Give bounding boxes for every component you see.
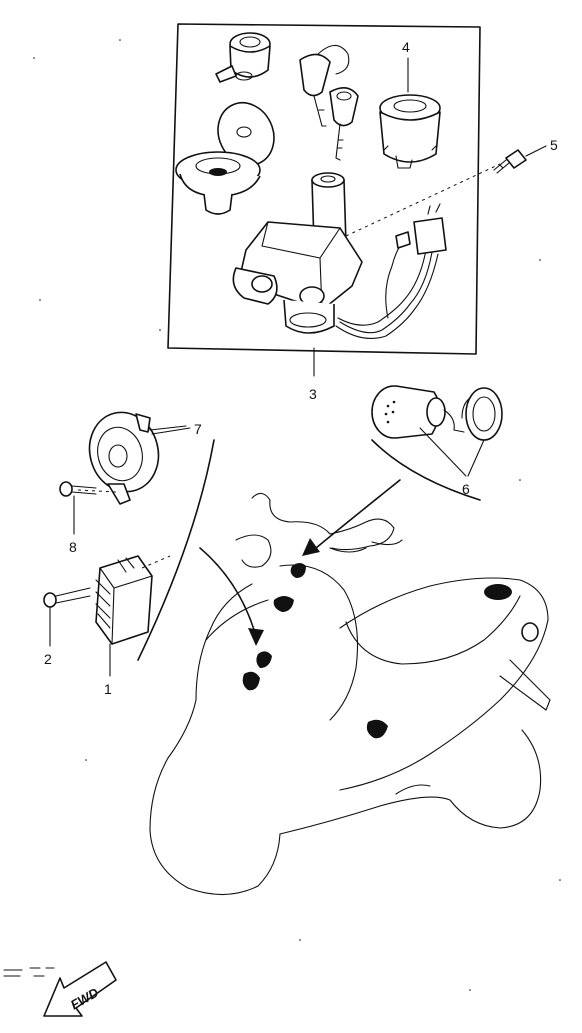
callout-4-label: 4 [402, 39, 410, 55]
callout-2: 2 [44, 606, 52, 667]
main-switch-body-part [232, 172, 363, 334]
callout-2-label: 2 [44, 651, 52, 667]
callout-8-label: 8 [69, 539, 77, 555]
part-6-socket [371, 385, 503, 501]
main-switch-assembly-box [167, 23, 501, 355]
keys-part [299, 44, 359, 161]
callout-3: 3 [309, 347, 317, 402]
bracket-lines [137, 439, 401, 661]
arrowheads [248, 538, 320, 646]
callout-6-label: 6 [462, 481, 470, 497]
part-8-bolt [59, 481, 97, 497]
faint-page-mark [3, 967, 55, 977]
part-4-cap [379, 94, 441, 169]
wiring-harness [335, 203, 447, 339]
callout-7: 7 [151, 421, 202, 437]
callout-6: 6 [419, 427, 485, 497]
mounting-location-markers [242, 563, 512, 739]
paper-speckles [33, 39, 561, 991]
callout-1: 1 [104, 643, 112, 697]
key-cylinder-part [215, 32, 271, 83]
callout-4: 4 [402, 39, 410, 93]
forward-arrow-icon [43, 961, 117, 1017]
callout-5: 5 [525, 137, 558, 157]
callout-5-label: 5 [550, 137, 558, 153]
fwd-direction-badge: FWD [3, 961, 117, 1017]
scooter-outline [149, 492, 551, 896]
fuel-cap-lock-part [175, 102, 275, 215]
lead-line-part-5 [345, 163, 501, 237]
part-1-regulator [95, 555, 171, 645]
part-7-horn [77, 411, 187, 505]
part-5-screw [493, 149, 527, 174]
callout-7-label: 7 [194, 421, 202, 437]
part-2-bolt [43, 587, 91, 608]
callout-3-label: 3 [309, 386, 317, 402]
callout-8: 8 [69, 495, 77, 555]
callout-1-label: 1 [104, 681, 112, 697]
